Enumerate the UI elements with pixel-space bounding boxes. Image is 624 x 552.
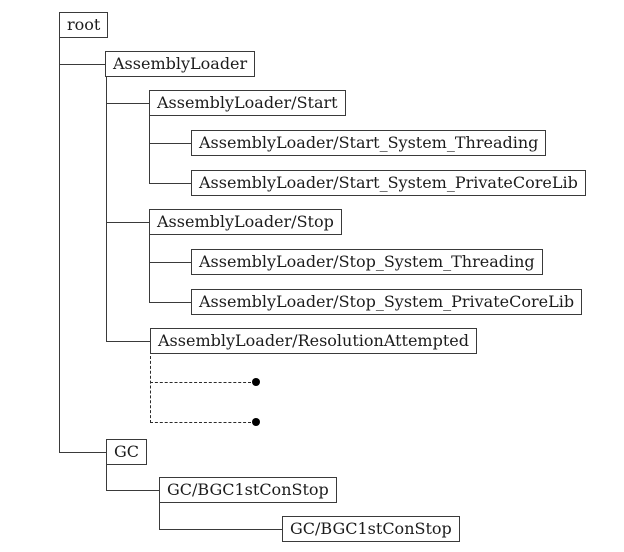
tree-node-assemblyloader-start: AssemblyLoader/Start: [149, 90, 346, 116]
tree-node-resolutionattempted: AssemblyLoader/ResolutionAttempted: [150, 328, 477, 354]
branch-to-resolutionattempted: [106, 341, 150, 342]
branch-to-start: [106, 103, 149, 104]
branch-to-bgc1stconstop-child: [159, 529, 282, 530]
tree-node-start-system-threading: AssemblyLoader/Start_System_Threading: [191, 130, 547, 156]
elided-node-dot-2: [252, 418, 260, 426]
trunk-gc: [106, 465, 107, 490]
branch-to-start-threading: [149, 143, 191, 144]
tree-node-gc: GC: [106, 439, 148, 465]
trunk-assemblyloader: [106, 77, 107, 341]
tree-node-stop-system-threading: AssemblyLoader/Stop_System_Threading: [191, 249, 543, 275]
dashed-branch-elided-2: [150, 422, 251, 423]
trunk-root: [59, 38, 60, 452]
branch-to-assemblyloader: [59, 64, 105, 65]
dashed-branch-elided-1: [150, 382, 251, 383]
tree-node-gc-bgc1stconstop-child: GC/BGC1stConStop: [282, 516, 460, 542]
branch-to-stop-privatecorelib: [149, 302, 191, 303]
tree-node-stop-system-privatecorelib: AssemblyLoader/Stop_System_PrivateCoreLi…: [191, 289, 583, 315]
branch-to-stop-threading: [149, 262, 191, 263]
tree-node-gc-bgc1stconstop: GC/BGC1stConStop: [159, 477, 337, 503]
trunk-stop: [149, 235, 150, 302]
branch-to-gc: [59, 452, 106, 453]
elided-node-dot-1: [252, 378, 260, 386]
tree-node-root: root: [59, 12, 109, 38]
branch-to-bgc1stconstop: [106, 490, 159, 491]
tree-node-start-system-privatecorelib: AssemblyLoader/Start_System_PrivateCoreL…: [191, 170, 586, 196]
trunk-start: [149, 116, 150, 183]
branch-to-start-privatecorelib: [149, 183, 191, 184]
tree-node-assemblyloader: AssemblyLoader: [105, 51, 256, 77]
dashed-trunk-resolutionattempted: [150, 356, 151, 423]
branch-to-stop: [106, 222, 149, 223]
trunk-bgc1stconstop: [159, 503, 160, 529]
tree-node-assemblyloader-stop: AssemblyLoader/Stop: [149, 209, 342, 235]
